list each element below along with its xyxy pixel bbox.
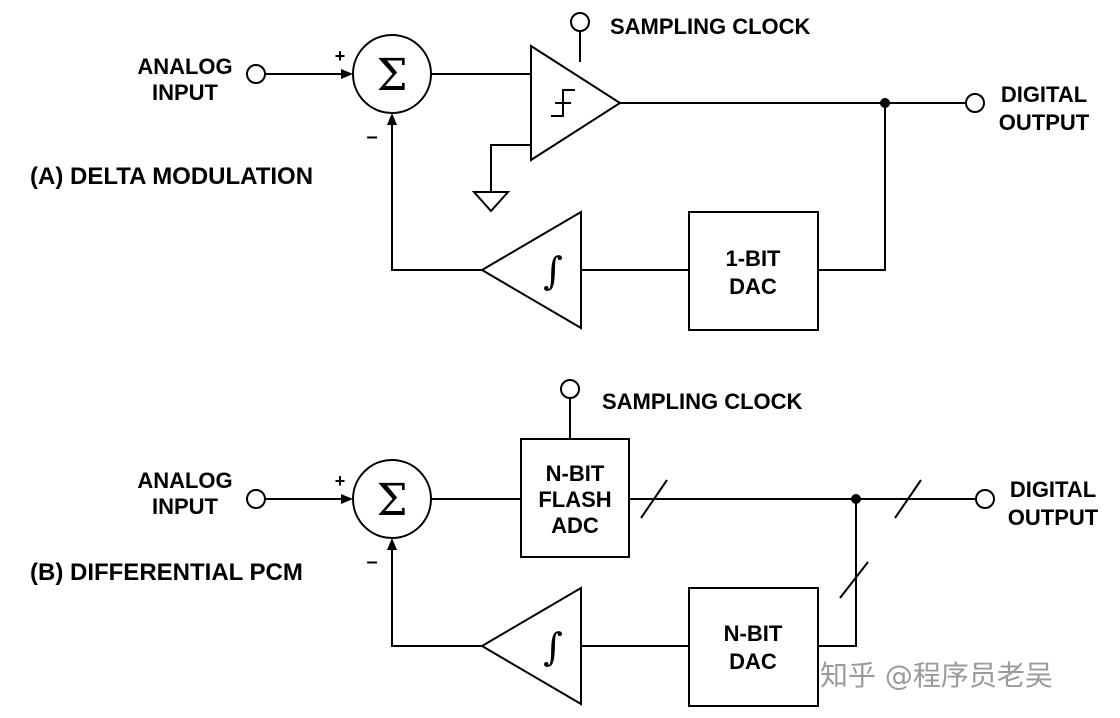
b-title: (B) DIFFERENTIAL PCM [30, 559, 303, 586]
b-analog-input-label-1: ANALOG [137, 468, 232, 493]
b-adc-label-3: ADC [551, 513, 599, 538]
b-dac-label-1: N-BIT [724, 621, 783, 646]
a-analog-input-label-2: INPUT [152, 80, 219, 105]
a-minus-sign: – [366, 126, 377, 148]
a-dac-label-2: DAC [729, 274, 777, 299]
b-dac-block [688, 587, 819, 707]
b-integral-symbol: ∫ [543, 625, 563, 669]
a-comparator [530, 44, 622, 162]
diagram-differential-pcm: ANALOG INPUT + – Σ N-BIT FLASH ADC SAMPL… [30, 379, 1099, 707]
b-sigma-symbol: Σ [376, 475, 407, 526]
a-digital-output-label-2: OUTPUT [999, 110, 1090, 135]
a-feedback-wire-left [391, 122, 482, 271]
a-sampling-clock-terminal [570, 12, 590, 32]
a-sigma-symbol: Σ [376, 50, 407, 101]
a-feedback-wire-right [818, 103, 886, 271]
b-adc-label-2: FLASH [538, 487, 611, 512]
b-analog-input-terminal [246, 489, 266, 509]
a-integrator [480, 210, 582, 330]
b-bus-slash-2 [894, 479, 922, 519]
b-sampling-clock-label: SAMPLING CLOCK [602, 389, 803, 414]
b-dac-label-2: DAC [729, 649, 777, 674]
a-sampling-clock-label: SAMPLING CLOCK [610, 14, 811, 39]
b-plus-sign: + [335, 471, 346, 491]
b-feedback-arrow [387, 538, 397, 550]
b-minus-sign: – [366, 551, 377, 573]
diagram-delta-modulation: ANALOG INPUT + – Σ SAMPLING CLOCK DIGITA… [30, 12, 1090, 331]
b-input-arrow [341, 494, 353, 504]
a-digital-output-terminal [965, 93, 985, 113]
b-adc-label-1: N-BIT [546, 461, 605, 486]
a-integral-symbol: ∫ [543, 249, 563, 293]
b-analog-input-label-2: INPUT [152, 494, 219, 519]
b-integrator [480, 586, 582, 706]
b-bus-slash-3 [839, 561, 869, 599]
b-feedback-wire-left [391, 547, 482, 647]
a-analog-input-terminal [246, 64, 266, 84]
a-ground-icon [471, 191, 511, 213]
a-comparator-hysteresis-icon [551, 89, 575, 117]
b-feedback-bus-right [818, 499, 857, 647]
b-digital-output-terminal [975, 489, 995, 509]
a-digital-output-label-1: DIGITAL [1001, 82, 1087, 107]
a-dac-label-1: 1-BIT [726, 246, 782, 271]
a-feedback-arrow [387, 113, 397, 125]
b-digital-output-label-1: DIGITAL [1010, 477, 1096, 502]
watermark-text: 知乎 @程序员老吴 [820, 659, 1053, 692]
b-digital-output-label-2: OUTPUT [1008, 505, 1099, 530]
b-sampling-clock-terminal [560, 379, 580, 399]
a-analog-input-label-1: ANALOG [137, 54, 232, 79]
a-title: (A) DELTA MODULATION [30, 163, 313, 190]
b-bus-slash-1 [640, 479, 668, 519]
a-plus-sign: + [335, 46, 346, 66]
a-input-arrow [341, 69, 353, 79]
a-ground-wire [490, 144, 531, 192]
a-dac-block [688, 211, 819, 331]
